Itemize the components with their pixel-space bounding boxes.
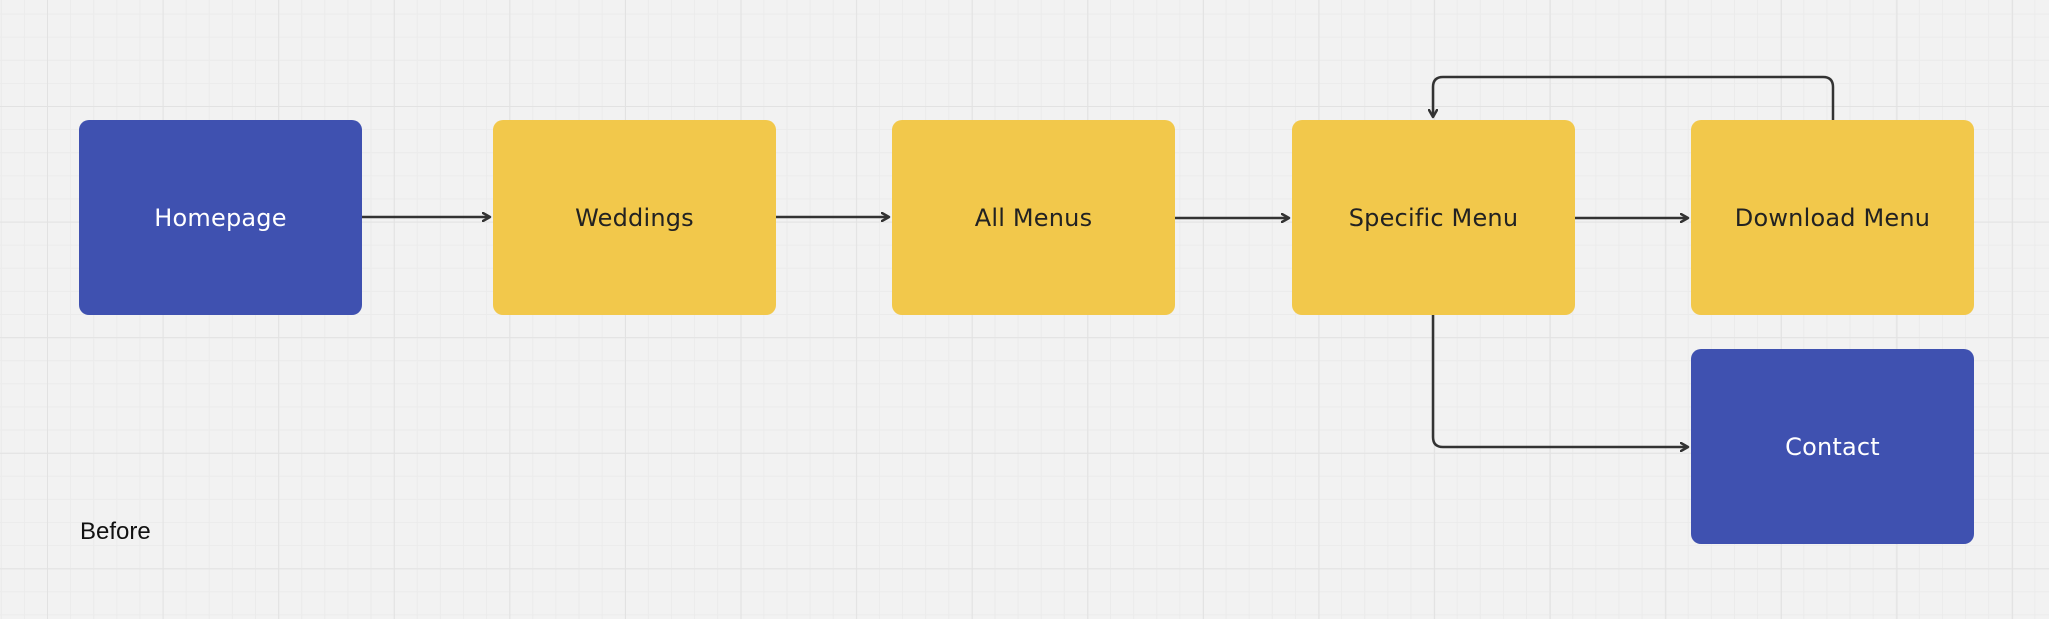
node-all-menus-label: All Menus — [974, 203, 1093, 232]
node-weddings[interactable]: Weddings — [493, 120, 776, 315]
node-homepage[interactable]: Homepage — [79, 120, 362, 315]
node-homepage-label: Homepage — [154, 203, 287, 232]
node-specific-menu[interactable]: Specific Menu — [1292, 120, 1575, 315]
node-contact[interactable]: Contact — [1691, 349, 1974, 544]
node-contact-label: Contact — [1785, 432, 1880, 461]
diagram-caption: Before — [80, 518, 151, 545]
node-download-menu-label: Download Menu — [1734, 203, 1931, 232]
node-download-menu[interactable]: Download Menu — [1691, 120, 1974, 315]
connector-specific-contact — [1431, 315, 1688, 447]
node-weddings-label: Weddings — [575, 203, 694, 232]
node-all-menus[interactable]: All Menus — [892, 120, 1175, 315]
connector-download-specific — [1433, 75, 1835, 120]
node-specific-menu-label: Specific Menu — [1348, 203, 1519, 232]
